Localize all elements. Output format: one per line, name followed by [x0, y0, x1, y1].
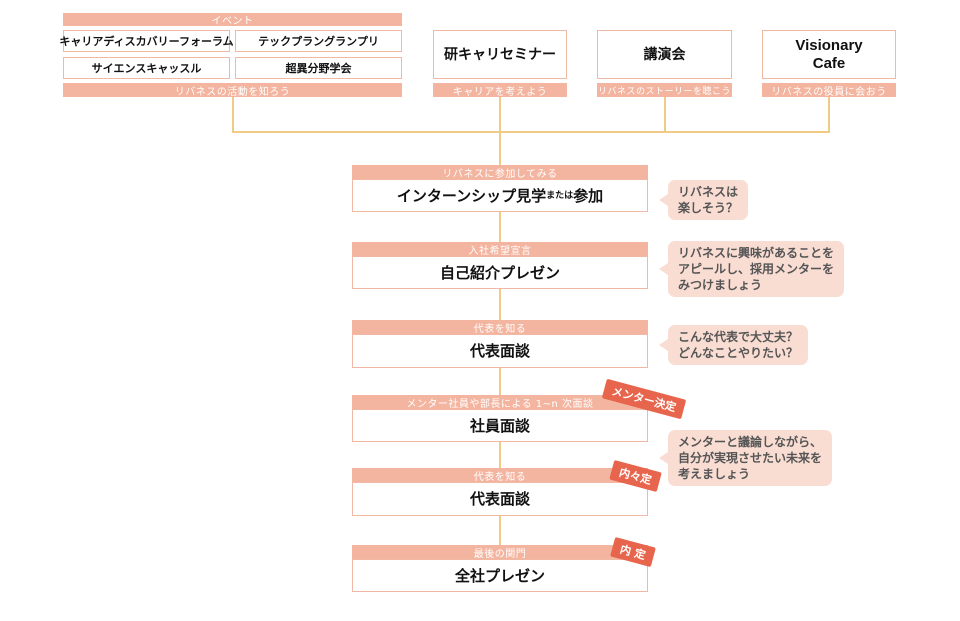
bubble-3: こんな代表で大丈夫？ どんなことやりたい？ — [658, 325, 809, 365]
step-3-header: 代表を知る — [352, 320, 648, 335]
connector-cafe — [828, 97, 830, 132]
step-4-box: 社員面談 — [352, 409, 648, 442]
step-5-header: 代表を知る — [352, 468, 648, 483]
bubble-4-line3: 考えましょう — [678, 467, 751, 481]
bubble-4: メンターと議論しながら、 自分が実現させたい未来を 考えましょう — [658, 430, 833, 486]
seminar-caption: キャリアを考えよう — [433, 83, 567, 98]
bubble-2-line3: みつけましょう — [678, 278, 763, 292]
connector-lecture — [664, 97, 666, 132]
step-5-box: 代表面談 — [352, 482, 648, 516]
bubble-4-line2: 自分が実現させたい未来を — [678, 451, 823, 465]
step-2-box: 自己紹介プレゼン — [352, 256, 648, 289]
bubble-2-line1: リバネスに興味があることを — [678, 246, 835, 260]
seminar-box: 研キャリセミナー — [433, 30, 567, 79]
step-1-box: インターンシップ見学または参加 — [352, 179, 648, 212]
event-header: イベント — [63, 13, 402, 27]
step-2-header: 入社希望宣言 — [352, 242, 648, 257]
connector-horizontal — [232, 131, 830, 133]
event-item-career-discovery: キャリアディスカバリーフォーラム — [59, 30, 234, 52]
event-item-tech-plan: テックプラングランプリ — [235, 30, 402, 52]
step-1-header: リバネスに参加してみる — [352, 165, 648, 180]
bubble-1-line2: 楽しそう？ — [678, 201, 739, 215]
step-1-title-small: または — [546, 190, 574, 201]
bubble-1: リバネスは 楽しそう？ — [658, 180, 749, 220]
bubble-2-line2: アピールし、採用メンターを — [678, 262, 835, 276]
connector-step-3-4 — [499, 368, 501, 395]
connector-event — [232, 97, 234, 132]
step-6-box: 全社プレゼン — [352, 559, 648, 592]
event-item-chouibunya: 超異分野学会 — [235, 57, 402, 79]
event-item-science-castle: サイエンスキャッスル — [63, 57, 230, 79]
connector-step-5-6 — [499, 516, 501, 545]
step-6-header: 最後の関門 — [352, 545, 648, 560]
cafe-caption: リバネスの役員に会おう — [762, 83, 896, 98]
bubble-2: リバネスに興味があることを アピールし、採用メンターを みつけましょう — [658, 241, 845, 297]
step-3-box: 代表面談 — [352, 334, 648, 368]
cafe-title-line2: Cafe — [812, 54, 846, 72]
cafe-box: Visionary Cafe — [762, 30, 896, 79]
connector-step-2-3 — [499, 289, 501, 320]
connector-step-1-2 — [499, 212, 501, 242]
bubble-1-line1: リバネスは — [678, 185, 739, 199]
step-1-title-a: インターンシップ見学 — [396, 186, 547, 205]
lecture-box: 講演会 — [597, 30, 732, 79]
connector-step-4-5 — [499, 442, 501, 468]
bubble-3-line2: どんなことやりたい？ — [678, 346, 799, 360]
step-1-title-b: 参加 — [573, 186, 604, 205]
bubble-3-line1: こんな代表で大丈夫？ — [678, 330, 799, 344]
cafe-title-line1: Visionary — [795, 36, 863, 54]
connector-seminar — [499, 97, 501, 132]
connector-trunk — [499, 131, 501, 165]
lecture-caption: リバネスのストーリーを聴こう — [597, 83, 732, 97]
event-caption: リバネスの活動を知ろう — [63, 83, 402, 98]
bubble-4-line1: メンターと議論しながら、 — [678, 435, 823, 449]
step-4-header: メンター社員や部長による 1~n 次面談 — [352, 395, 648, 410]
